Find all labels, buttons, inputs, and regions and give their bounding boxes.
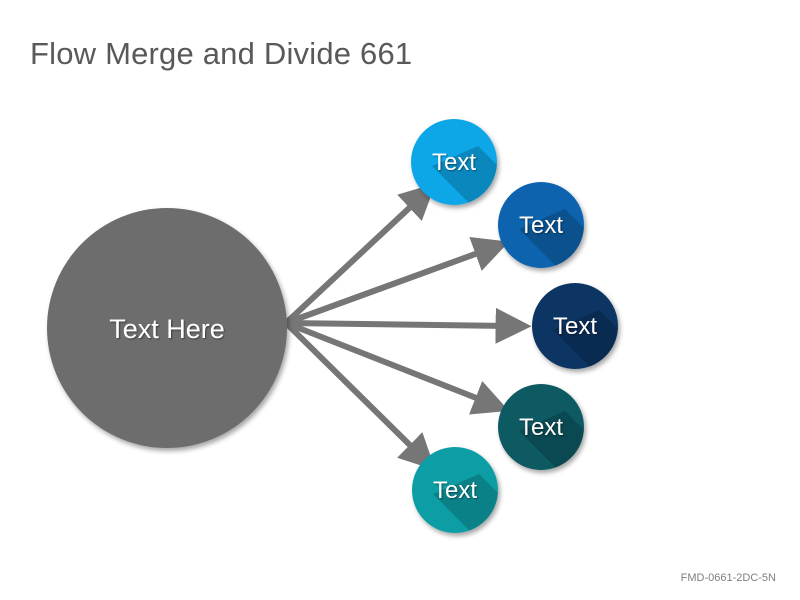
- target-facet-3: [553, 310, 618, 369]
- target-node-5: Text: [412, 447, 498, 533]
- target-facet-5: [433, 474, 498, 533]
- target-node-2: Text: [498, 182, 584, 268]
- source-node: Text Here: [47, 208, 287, 448]
- page-title: Flow Merge and Divide 661: [30, 36, 413, 71]
- flow-arrow-4: [284, 320, 510, 415]
- target-node-1: Text: [411, 119, 497, 205]
- target-circle-1: [411, 119, 497, 205]
- target-facet-1: [432, 146, 497, 205]
- target-circle-2: [498, 182, 584, 268]
- target-node-4: Text: [498, 384, 584, 470]
- target-circle-4: [498, 384, 584, 470]
- flow-arrow-3: [285, 307, 532, 344]
- target-label-3: Text: [553, 313, 597, 340]
- target-label-4: Text: [519, 414, 563, 441]
- target-label-2: Text: [519, 212, 563, 239]
- target-facet-2: [519, 209, 584, 268]
- target-circle-5: [412, 447, 498, 533]
- footer-code: FMD-0661-2DC-5N: [680, 572, 776, 584]
- target-label-1: Text: [432, 149, 476, 176]
- flow-arrow-2: [284, 237, 510, 326]
- source-label: Text Here: [109, 314, 225, 344]
- target-node-3: Text: [532, 283, 618, 369]
- target-facet-4: [519, 411, 584, 470]
- target-label-5: Text: [433, 477, 477, 504]
- arrows-layer: [283, 183, 532, 471]
- flow-arrow-5: [283, 320, 436, 471]
- target-circle-3: [532, 283, 618, 369]
- source-circle: [47, 208, 287, 448]
- flow-arrow-1: [283, 183, 436, 326]
